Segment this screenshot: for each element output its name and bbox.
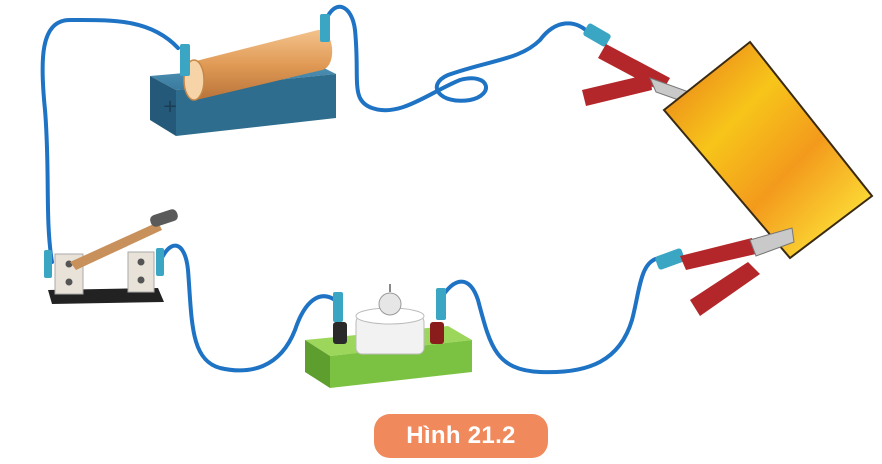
wire-lamp-to-bottom-clip	[438, 256, 662, 375]
switch	[44, 209, 178, 304]
metal-plate	[662, 40, 874, 260]
battery-clip-positive	[180, 44, 190, 76]
alligator-clip-bottom	[655, 227, 795, 316]
battery-plus-sign: +	[162, 96, 177, 117]
battery-clip-negative	[320, 14, 330, 42]
alligator-clip-top	[582, 23, 702, 106]
battery: +	[150, 14, 336, 136]
wire-battery-to-switch	[40, 17, 180, 264]
wire-switch-to-lamp	[158, 243, 337, 373]
wires	[40, 4, 662, 375]
lamp	[305, 284, 472, 388]
wire-battery-to-top-clip	[324, 4, 592, 113]
figure-caption: Hình 21.2	[374, 414, 548, 458]
